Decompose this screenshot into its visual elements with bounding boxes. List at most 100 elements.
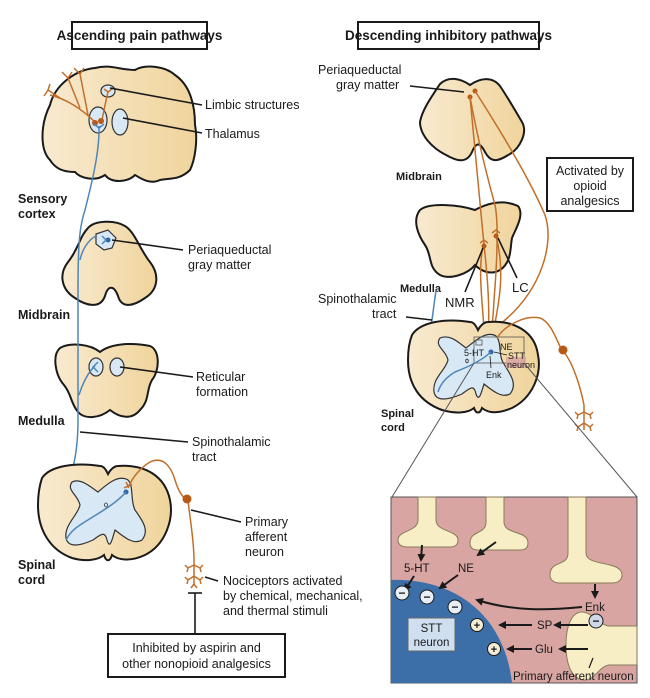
inset-enk-label: Enk	[585, 602, 605, 614]
pag-terminal	[101, 235, 108, 245]
svg-text:+: +	[491, 644, 497, 656]
desc-cord-label: cord	[381, 422, 405, 434]
svg-text:−: −	[592, 614, 599, 628]
ascending-midbrain-section: Periaqueductal gray matter Midbrain	[18, 220, 271, 322]
desc-pag-label-2: gray matter	[336, 78, 399, 92]
sensory-cortex-section: Limbic structures Thalamus Sensory corte…	[18, 65, 299, 221]
ascending-title-box: Ascending pain pathways	[57, 21, 222, 50]
svg-text:−: −	[423, 590, 430, 604]
ne-to-stt-arrow	[438, 574, 459, 590]
pag-branch	[79, 235, 97, 261]
nociceptor-endings	[184, 564, 204, 589]
cord-enk-lead	[489, 355, 492, 369]
nmr-neuron	[481, 243, 487, 249]
nociceptor-label-2: by chemical, mechanical,	[223, 589, 363, 603]
inset-glu-label: Glu	[535, 644, 553, 656]
activated-box	[546, 157, 634, 212]
thalamus-left	[88, 106, 108, 134]
thalamic-neuron	[92, 120, 98, 126]
5ht-release-arrow	[417, 544, 426, 562]
5ht-terminal	[397, 496, 459, 548]
cord-neuron-label: neuron	[507, 360, 535, 370]
reticular-label-1: Reticular	[196, 370, 245, 384]
desc-stt-label-2: tract	[372, 307, 397, 321]
desc-spinal-gray-matter	[433, 333, 514, 400]
stt-label-2: tract	[192, 450, 217, 464]
svg-text:+: +	[474, 620, 480, 632]
desc-pag-label-1: Periaqueductal	[318, 63, 401, 77]
zoom-wedge-left	[391, 362, 475, 498]
stt-lead	[79, 431, 189, 443]
activated-line-1: Activated by	[556, 164, 625, 178]
stt-neuron-highlight	[506, 357, 526, 368]
desc-stt-crossing	[437, 351, 492, 393]
nociceptor-label-3: and thermal stimuli	[223, 604, 328, 618]
svg-text:−: −	[398, 586, 405, 600]
primary-afferent-fiber	[127, 459, 195, 572]
spinal-gray-matter	[65, 477, 146, 546]
afferent-terminal	[123, 481, 133, 489]
cord-ne-label: NE	[500, 342, 513, 352]
spinal-label: Spinal	[18, 558, 56, 572]
cord-label: cord	[18, 573, 45, 587]
tract-terminal	[93, 123, 105, 134]
dorsal-root-ganglion	[182, 494, 192, 504]
desc-drg	[558, 345, 568, 355]
excitatory-receptor: +	[487, 642, 501, 656]
zoom-region-frame	[473, 336, 525, 364]
descending-title: Descending inhibitory pathways	[345, 28, 552, 43]
pag-lead	[111, 239, 184, 251]
cord-enk-label: Enk	[486, 370, 502, 380]
primary-lead	[190, 509, 242, 523]
cortex-label: cortex	[18, 207, 56, 221]
desc-stt-lead	[405, 316, 433, 321]
stt-label-1: Spinothalamic	[192, 435, 271, 449]
inhibited-box	[107, 633, 286, 678]
pag-label-1: Periaqueductal	[188, 243, 271, 257]
synaptic-terminals	[479, 229, 501, 244]
primary-afferent-lead	[588, 657, 594, 669]
medulla-label: Medulla	[18, 414, 66, 428]
thalamus-lead	[122, 117, 203, 134]
primary-label-2: afferent	[245, 530, 288, 544]
desc-medulla-shape	[415, 201, 522, 278]
inhibitory-receptor: −	[394, 585, 410, 601]
thalamic-neuron	[98, 118, 104, 124]
zoom-wedge-right	[523, 362, 638, 498]
limbic-lead	[109, 87, 203, 106]
inset-stt-label-2: neuron	[414, 637, 450, 649]
inset-sp-label: SP	[537, 620, 553, 632]
ne-release-arrow	[476, 541, 497, 557]
cord-stt-lead	[493, 351, 508, 356]
thalamus-label: Thalamus	[205, 127, 260, 141]
descending-spinal-cord-section: 5-HT NE STT neuron Enk Spinal cord	[381, 319, 540, 434]
lc-label: LC	[512, 280, 529, 295]
reticular-branch	[78, 365, 96, 396]
cord-5ht-label: 5-HT	[464, 348, 485, 358]
pag-to-cord-fiber-2	[469, 96, 498, 339]
inhibited-line-2: other nonopioid analgesics	[122, 657, 271, 671]
cord-inset-region	[475, 339, 483, 346]
inhibitory-receptor: −	[447, 599, 463, 615]
limbic-label: Limbic structures	[205, 98, 299, 112]
descending-midbrain-section: Periaqueductal gray matter Midbrain	[318, 63, 526, 183]
pag-label-2: gray matter	[188, 258, 251, 272]
stt-crossing	[65, 491, 127, 541]
nociceptor-lead	[204, 576, 219, 582]
lc-lead	[497, 237, 518, 279]
thalamus-right	[111, 108, 129, 136]
desc-primary-afferent	[496, 316, 585, 420]
desc-spinal-label: Spinal	[381, 408, 414, 420]
activated-line-2: opioid	[573, 179, 606, 193]
enk-to-stt-arrow	[475, 597, 583, 611]
nociceptor-label-1: Nociceptors activated	[223, 574, 343, 588]
svg-text:−: −	[451, 600, 458, 614]
primary-label-3: neuron	[245, 545, 284, 559]
presynaptic-inhibitory-receptor: −	[588, 613, 604, 629]
title-frame	[71, 21, 208, 50]
ne-terminal	[469, 496, 529, 551]
nmr-label: NMR	[445, 295, 475, 310]
lc-neuron	[493, 233, 499, 239]
inset-stt-label-1: STT	[421, 623, 443, 635]
